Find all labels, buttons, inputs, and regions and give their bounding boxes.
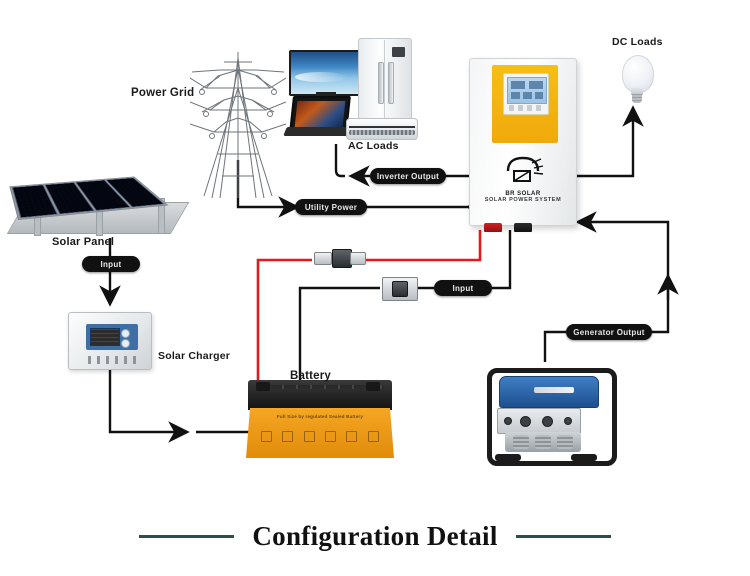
rule-right [516,535,611,538]
pill-input-battery: Input [434,280,492,296]
inverter-logo: BR SOLAR [470,155,576,197]
charger-terminals [88,356,136,364]
solar-panel-array [12,146,188,242]
charger-lcd-screen [90,328,120,346]
solar-charger-label: Solar Charger [158,350,230,362]
inverter-system-text: SOLAR POWER SYSTEM [470,197,576,203]
television [289,50,363,102]
fuse-holder-left [314,252,332,265]
page-title: Configuration Detail [252,521,497,552]
power-grid-label: Power Grid [131,87,194,99]
backup-generator [487,362,609,462]
battery-label: Battery [290,370,331,382]
inverter-buttons[interactable] [509,105,543,111]
inverter-front-panel [492,65,558,143]
pill-input-panel: Input [82,256,140,272]
inverter-negative-terminal [514,223,532,232]
pill-generator-output: Generator Output [566,324,652,340]
solar-charge-controller [68,312,152,370]
inverter-positive-terminal [484,223,502,232]
battery-warning-icons [256,426,384,446]
laptop [285,96,351,140]
fuse-holder-right [350,252,366,265]
pill-utility-power: Utility Power [295,199,367,215]
battery-bank: Full Size by regulated Sealed Battery [246,380,394,458]
pill-inverter-output: Inverter Output [370,168,446,184]
battery-print-text: Full Size by regulated Sealed Battery [246,414,394,419]
solar-panel-label: Solar Panel [52,236,114,248]
battery-negative-terminal [366,382,380,391]
battery-positive-terminal [256,382,270,391]
solar-inverter: BR SOLAR SOLAR POWER SYSTEM [469,58,577,226]
inverter-lcd-screen [507,77,547,104]
dc-breaker-core [392,281,408,297]
fuse-body [332,249,352,268]
dc-loads-label: DC Loads [612,36,663,48]
dc-light-bulb [620,55,654,107]
power-grid-tower [190,48,286,200]
refrigerator [358,38,412,128]
rule-left [139,535,234,538]
air-conditioner [346,118,418,140]
ac-loads-label: AC Loads [348,140,399,152]
footer-banner: Configuration Detail [0,521,750,552]
